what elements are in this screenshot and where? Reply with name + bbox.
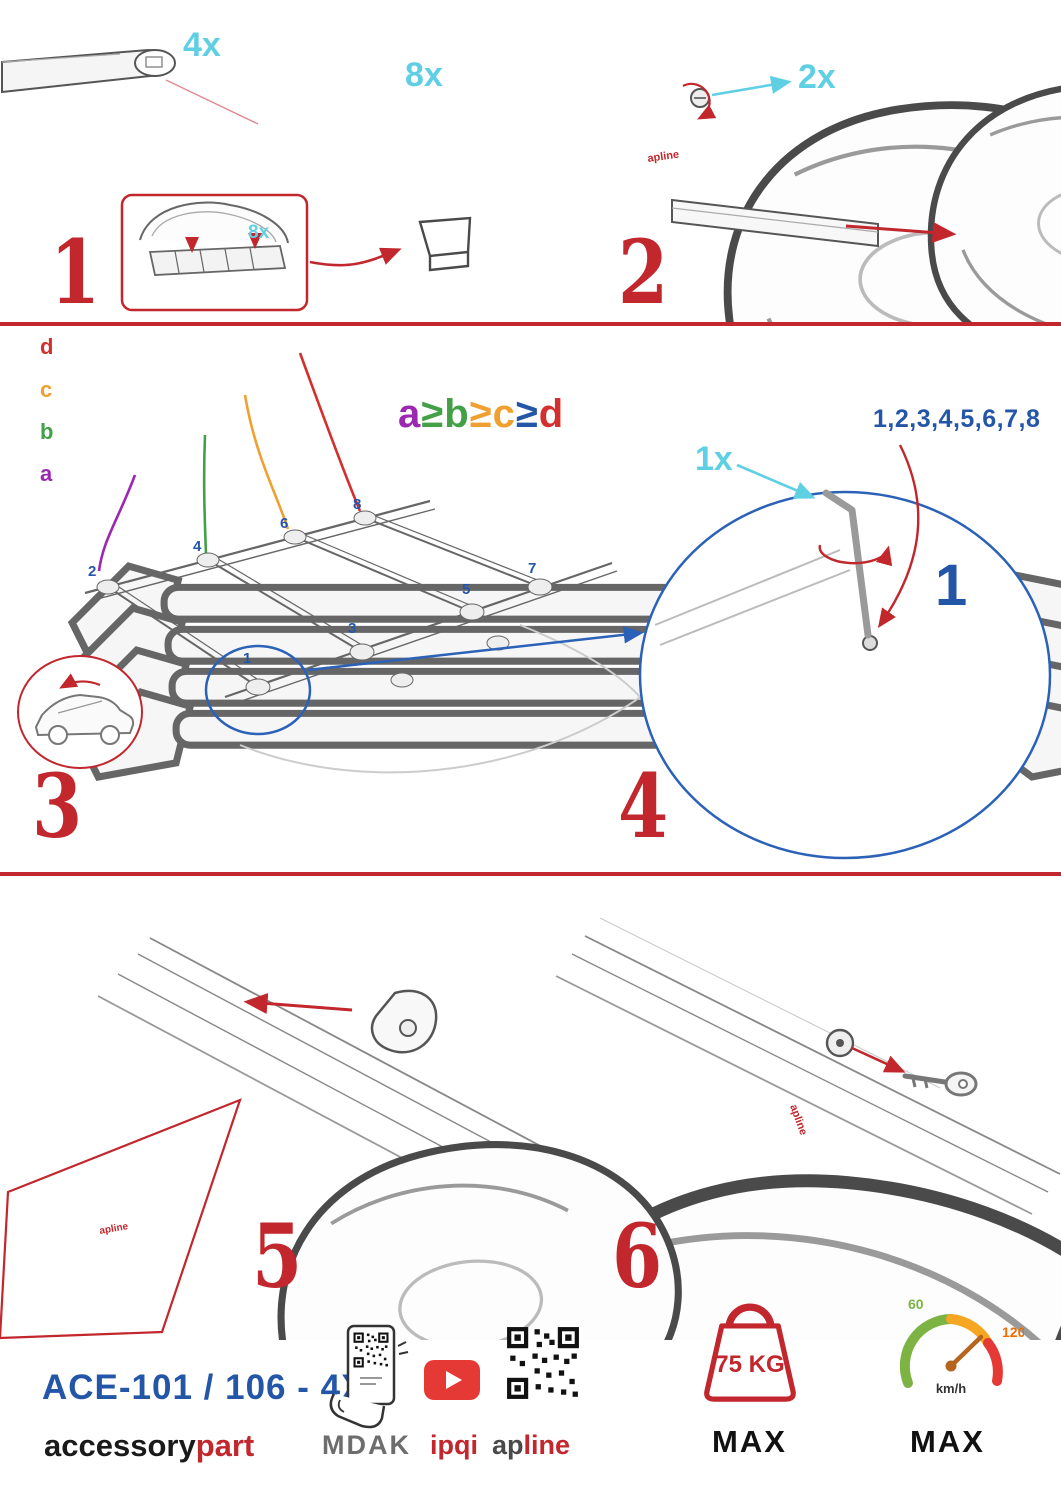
zoom-link-arrow bbox=[307, 626, 644, 672]
speed-low-tick: 60 bbox=[908, 1296, 924, 1312]
pad-qty-label: 8x bbox=[248, 222, 270, 243]
steps-5-6-illustration: apline apline bbox=[0, 917, 1061, 1340]
rail-clamp-illustration bbox=[97, 937, 1061, 1340]
bar-label-b: b bbox=[40, 419, 54, 444]
formula-token: c bbox=[492, 392, 516, 436]
speed-high-tick: 120 bbox=[1002, 1324, 1024, 1340]
position-3: 3 bbox=[348, 620, 357, 637]
step-5-number: 5 bbox=[252, 1204, 303, 1308]
step-3-number: 3 bbox=[32, 754, 83, 858]
tightening-zoom bbox=[638, 444, 1061, 870]
allen-key-icon bbox=[822, 489, 872, 639]
bar-label-a: a bbox=[40, 461, 53, 486]
ipqi-logo: ipqi bbox=[430, 1430, 478, 1460]
formula-token: ≥ bbox=[515, 392, 539, 436]
formula-token: a bbox=[398, 392, 422, 436]
position-5: 5 bbox=[462, 581, 471, 598]
steps-3-4-illustration bbox=[17, 352, 1061, 870]
formula-token: b bbox=[444, 392, 470, 436]
formula-token: ≥ bbox=[421, 392, 445, 436]
max-speed-label: MAX bbox=[910, 1424, 985, 1459]
route-d bbox=[298, 352, 362, 512]
pad-zoom-box bbox=[120, 193, 309, 312]
steps-1-2-illustration: apline bbox=[1, 48, 1061, 322]
crossbar-illustration bbox=[1, 48, 259, 125]
mounted-view-inset: apline bbox=[0, 1098, 696, 1340]
apline-badge: apline bbox=[647, 149, 680, 165]
model-number: ACE-101 / 106 - 4X bbox=[42, 1368, 366, 1407]
position-8: 8 bbox=[353, 496, 362, 513]
brand-part: part bbox=[195, 1428, 255, 1463]
bar-into-foot-illustration bbox=[671, 198, 957, 248]
bar-label-c: c bbox=[40, 377, 53, 402]
clamp-foot-illustration bbox=[418, 103, 1061, 322]
tool-qty-label: 1x bbox=[695, 440, 733, 478]
apline-logo: apline bbox=[492, 1430, 570, 1461]
key-icon bbox=[902, 1071, 978, 1097]
youtube-icon bbox=[424, 1360, 480, 1400]
order-number-1: 1 bbox=[935, 553, 968, 618]
route-a bbox=[97, 474, 137, 572]
max-weight-icon: 75 KG bbox=[704, 1303, 796, 1402]
screw-qty-label: 2x bbox=[798, 58, 836, 96]
max-speed-gauge-icon: 60 120 km/h bbox=[899, 1296, 1024, 1396]
position-7: 7 bbox=[528, 560, 537, 577]
size-order-formula: a≥b≥c≥d bbox=[398, 392, 564, 437]
apline-logo-ap: ap bbox=[492, 1430, 524, 1460]
qr-code bbox=[507, 1327, 579, 1399]
step-1-number: 1 bbox=[50, 220, 101, 324]
brand-logo: accessorypart bbox=[44, 1428, 254, 1464]
position-4: 4 bbox=[193, 538, 202, 555]
gauge-needle bbox=[948, 1334, 984, 1369]
pad-to-foot-arrow bbox=[309, 247, 402, 267]
position-2: 2 bbox=[88, 563, 97, 580]
formula-token: d bbox=[538, 392, 565, 436]
speed-unit: km/h bbox=[936, 1381, 966, 1396]
position-1: 1 bbox=[243, 650, 252, 667]
foot-screw-illustration: apline bbox=[647, 74, 1061, 322]
max-weight-value: 75 KG bbox=[715, 1351, 785, 1378]
screw-qty-arrow bbox=[711, 75, 792, 97]
tightening-sequence: 1,2,3,4,5,6,7,8 bbox=[873, 405, 1041, 433]
route-b bbox=[202, 434, 208, 556]
mdak-logo: MDAK bbox=[322, 1430, 411, 1460]
step-2-number: 2 bbox=[618, 220, 669, 324]
clamp-qty-label: 8x bbox=[405, 56, 443, 94]
tool-qty-arrow bbox=[736, 463, 816, 499]
route-c bbox=[243, 394, 290, 530]
apline-badge: apline bbox=[787, 1103, 809, 1137]
step-4-number: 4 bbox=[618, 754, 669, 858]
max-weight-label: MAX bbox=[712, 1424, 787, 1459]
step-6-number: 6 bbox=[612, 1204, 663, 1308]
apline-badge: apline bbox=[99, 1221, 130, 1237]
bar-label-d: d bbox=[40, 334, 54, 359]
car-inset bbox=[17, 655, 143, 769]
section-divider-1 bbox=[0, 322, 1061, 326]
scan-qr-phone-icon bbox=[329, 1324, 409, 1429]
section-divider-2 bbox=[0, 872, 1061, 876]
bar-qty-label: 4x bbox=[183, 26, 221, 64]
position-6: 6 bbox=[280, 515, 289, 532]
brand-accessory: accessory bbox=[44, 1428, 196, 1463]
formula-token: ≥ bbox=[469, 392, 493, 436]
position-1-highlight-circle bbox=[204, 644, 312, 736]
apline-logo-line: line bbox=[523, 1430, 571, 1460]
